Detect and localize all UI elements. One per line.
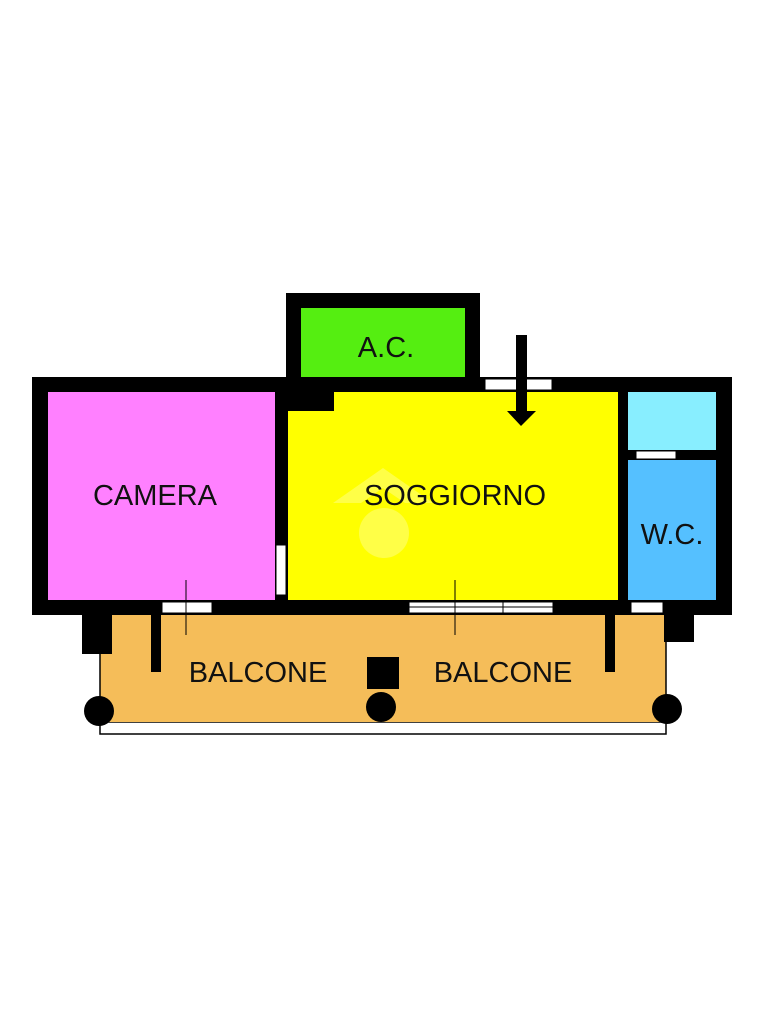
balcony-column-right (652, 694, 682, 724)
vent-closet-wc (635, 450, 677, 460)
closet-room (628, 392, 716, 450)
balcone-left-label: BALCONE (189, 657, 328, 689)
wc-room (628, 460, 716, 600)
soggiorno-room (288, 392, 618, 600)
camera-label: CAMERA (93, 480, 218, 512)
balcony-column-center (366, 692, 396, 722)
door-camera-soggiorno (275, 544, 287, 596)
window-wc-bottom (630, 601, 664, 614)
balcony-railing (99, 721, 667, 735)
wc-label: W.C. (641, 519, 704, 551)
balcony-divider-left (151, 612, 161, 672)
balcony-pillar-left (82, 614, 112, 654)
entrance-arrow-icon (507, 335, 536, 426)
watermark-logo-icon (333, 468, 433, 558)
balcone-right-label: BALCONE (434, 657, 573, 689)
balcony-divider-right (605, 612, 615, 672)
window-camera-bottom (161, 601, 213, 614)
balcony-center-block (367, 657, 399, 689)
camera-room (48, 392, 275, 600)
ac-label: A.C. (358, 332, 414, 364)
balcony-column-left (84, 696, 114, 726)
soggiorno-label: SOGGIORNO (364, 480, 546, 512)
balcony-pillar-right (664, 614, 694, 642)
wall-pillar-top (286, 378, 334, 411)
